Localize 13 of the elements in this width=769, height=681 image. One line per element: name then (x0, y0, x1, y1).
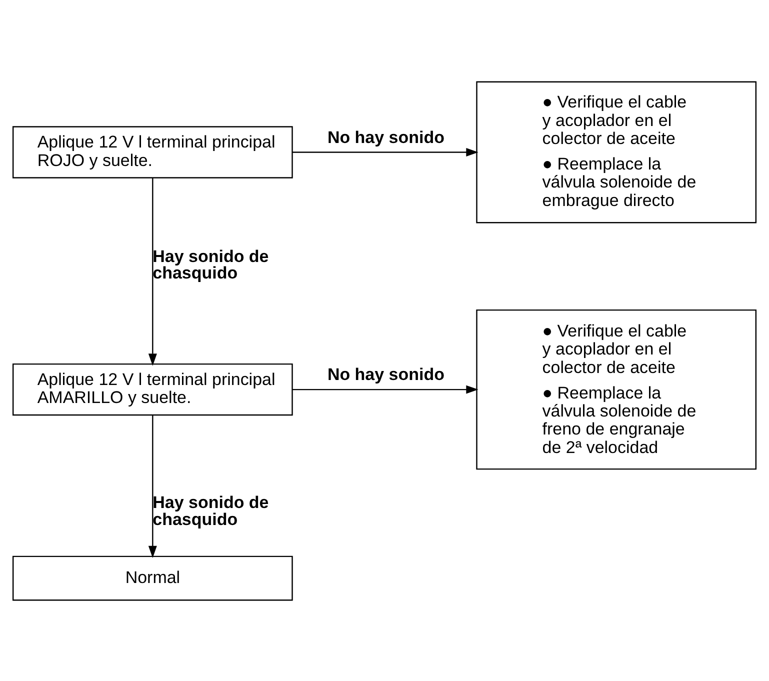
arrow (292, 148, 478, 156)
node-box: ● Verifique el cable y acoplador en el colector de aceite ● Reemplace la válvula solenoide de embrague directo (476, 80, 757, 223)
edge-label: Hay sonido de chasquido (152, 492, 269, 529)
arrow (148, 414, 157, 558)
arrow (292, 384, 478, 394)
node-box: Normal (12, 555, 293, 600)
edge-label: No hay sonido (327, 364, 444, 384)
edge-label: Hay sonido de chasquido (152, 246, 269, 282)
node-box: Aplique 12 V l terminal principal ROJO y suelte. (12, 126, 293, 178)
node-box: Aplique 12 V l terminal principal AMARILLO y suelte. (12, 362, 293, 416)
edge-label: No hay sonido (327, 127, 444, 146)
node-box: ● Verifique el cable y acoplador en el colector de aceite ● Reemplace la válvula solenoide de freno de engranaje de 2ª velocidad (476, 308, 757, 470)
arrow (148, 178, 157, 366)
